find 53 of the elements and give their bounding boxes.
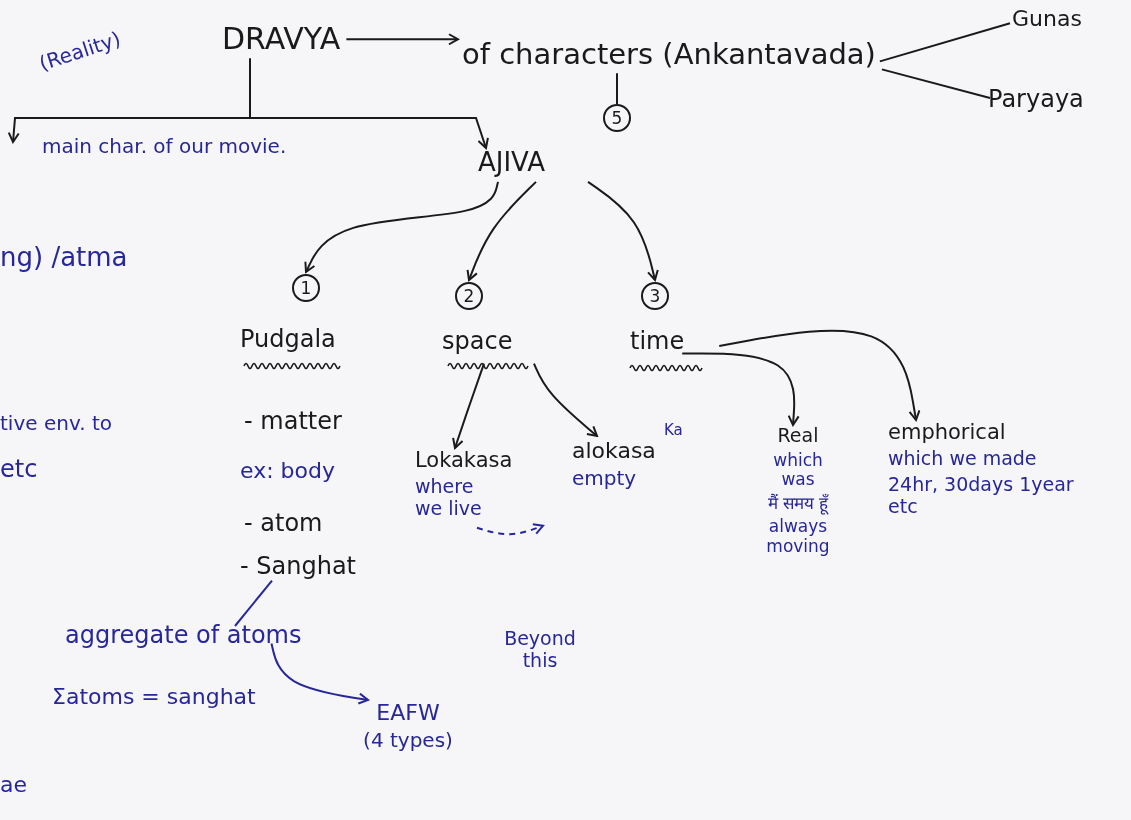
note-text: empty <box>572 467 638 491</box>
handwritten-note: aggregate of atoms <box>65 622 302 650</box>
handwritten-term: space <box>442 328 513 356</box>
note-text: Beyond this <box>503 628 577 672</box>
arrow <box>587 180 659 281</box>
handwritten-term: time <box>630 328 685 356</box>
insertion-note: Ka <box>664 422 683 440</box>
handwritten-term: alokasa <box>572 438 657 464</box>
handwritten-term: of characters (Ankantavada) <box>462 38 876 72</box>
note-text: always moving <box>765 517 831 557</box>
note-text: which we made <box>888 448 1038 470</box>
arrow <box>681 352 800 426</box>
note-text: ae <box>0 772 28 798</box>
handwritten-term: Real <box>776 425 820 447</box>
handwritten-term: Lokakasa <box>415 448 514 473</box>
arrow <box>304 180 499 273</box>
connector-line <box>616 72 618 105</box>
list-item: ex: body <box>240 458 335 484</box>
circled-number: 3 <box>641 282 669 310</box>
handwritten-term: Pudgala <box>240 326 336 354</box>
arrow <box>270 642 369 705</box>
handwritten-term: Paryaya <box>988 86 1084 114</box>
circled-number: 2 <box>455 282 483 310</box>
arrow <box>718 329 921 421</box>
handwritten-term: Gunas <box>1012 6 1082 32</box>
note-text: (4 types) <box>362 729 454 753</box>
note-text: which was <box>772 450 824 490</box>
list-item: - matter <box>244 408 342 436</box>
heading-term: DRAVYA <box>222 22 341 57</box>
handwritten-term: - Sanghat <box>240 553 356 581</box>
arrow <box>345 33 459 46</box>
connector-line <box>880 68 991 99</box>
note-text: etc <box>0 456 38 484</box>
connector-line <box>234 579 273 627</box>
handwritten-term: AJIVA <box>478 148 546 178</box>
note-text: 24hr, 30days 1year etc <box>888 474 1075 518</box>
list-item: - atom <box>244 510 323 538</box>
arrow <box>476 523 544 536</box>
handwritten-term: emphorical <box>888 420 1007 445</box>
note-text: where we live <box>415 476 483 520</box>
connector-line <box>878 22 1011 63</box>
circled-number: 1 <box>292 274 320 302</box>
arrow <box>466 180 537 281</box>
note-text: tive env. to <box>0 412 112 435</box>
arrow <box>533 362 598 437</box>
handwritten-term: EAFW <box>375 700 441 726</box>
note-text: Σatoms = sanghat <box>52 684 256 710</box>
note-text: main char. of our movie. <box>42 135 288 158</box>
arrow <box>452 362 485 449</box>
note-text: मैं समय हूँ <box>766 493 830 514</box>
circled-number: 5 <box>603 104 631 132</box>
note-text: ng) /atma <box>0 243 128 273</box>
arrow <box>7 57 251 143</box>
